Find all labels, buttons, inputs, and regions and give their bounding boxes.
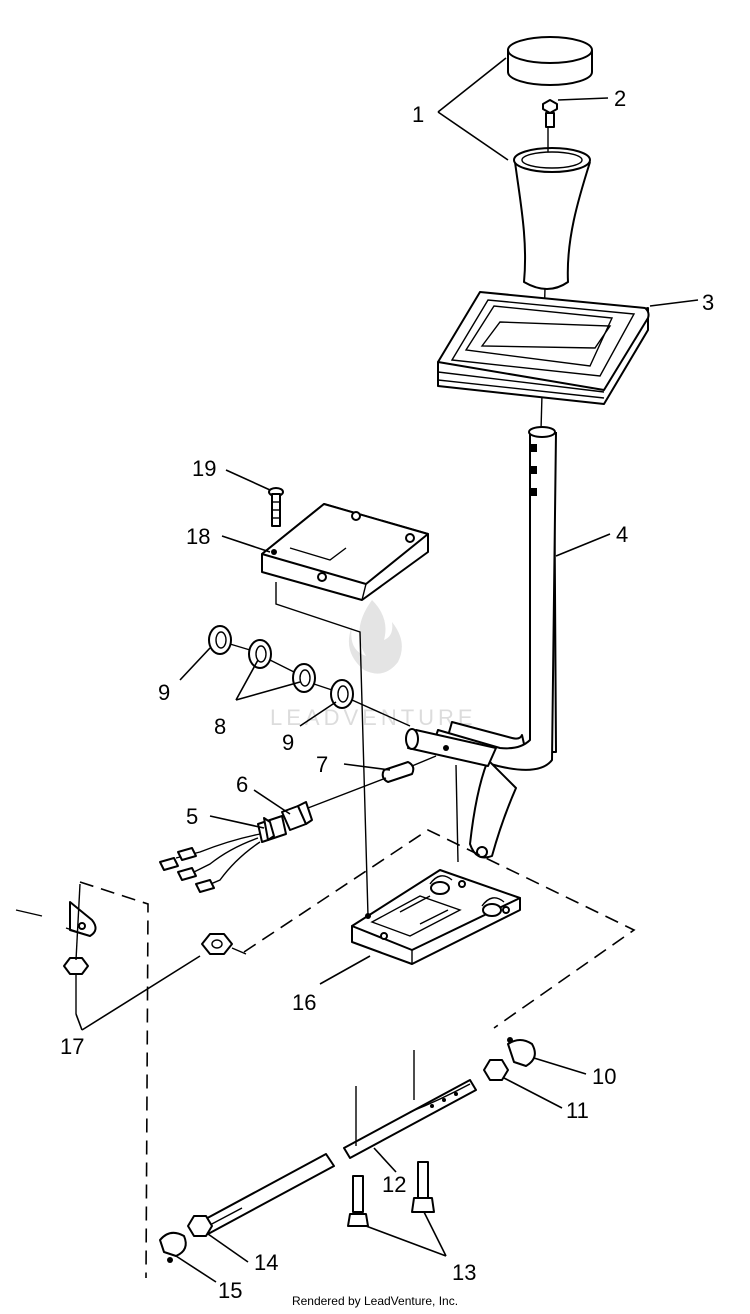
shift-cable bbox=[199, 1050, 477, 1235]
shift-gate bbox=[351, 869, 521, 965]
plate-screw bbox=[268, 487, 284, 527]
callout-2: 2 bbox=[614, 86, 626, 111]
knob-cap bbox=[507, 36, 593, 86]
ball-joint-upper bbox=[507, 1037, 536, 1067]
mount-bracket bbox=[15, 883, 97, 961]
callout-3: 3 bbox=[702, 290, 714, 315]
callout-16: 16 bbox=[292, 990, 316, 1015]
jam-nut-lower bbox=[187, 1215, 213, 1237]
callout-15: 15 bbox=[218, 1278, 242, 1303]
callout-11: 11 bbox=[566, 1098, 589, 1123]
callout-17: 17 bbox=[60, 1034, 84, 1059]
pin bbox=[381, 755, 437, 783]
callout-19: 19 bbox=[192, 456, 216, 481]
lock-nuts bbox=[63, 933, 247, 1014]
callout-12: 12 bbox=[382, 1172, 406, 1197]
leader-lines bbox=[75, 57, 699, 1283]
top-plate bbox=[261, 503, 429, 601]
knob-body bbox=[513, 147, 591, 290]
callout-10: 10 bbox=[592, 1064, 616, 1089]
callout-14: 14 bbox=[254, 1250, 278, 1275]
ball-joint-lower bbox=[159, 1231, 187, 1263]
callout-6: 6 bbox=[236, 772, 248, 797]
callout-9-right: 9 bbox=[282, 730, 294, 755]
callout-4: 4 bbox=[616, 522, 628, 547]
shift-lever bbox=[405, 426, 557, 859]
knob-screw bbox=[542, 99, 558, 128]
callout-18: 18 bbox=[186, 524, 210, 549]
cable-bolts bbox=[347, 1161, 435, 1227]
callout-1: 1 bbox=[412, 102, 424, 127]
callout-numbers: 1 2 3 4 5 6 7 8 9 9 10 11 12 13 14 15 16… bbox=[60, 86, 714, 1303]
render-credit: Rendered by LeadVenture, Inc. bbox=[291, 1294, 459, 1308]
callout-13: 13 bbox=[452, 1260, 476, 1285]
neutral-switch-harness bbox=[159, 777, 387, 893]
jam-nut-upper bbox=[483, 1059, 509, 1081]
shift-boot-bezel bbox=[437, 291, 650, 405]
callout-7: 7 bbox=[316, 752, 328, 777]
callout-5: 5 bbox=[186, 804, 198, 829]
bushings-washers bbox=[208, 625, 411, 727]
callout-8: 8 bbox=[214, 714, 226, 739]
callout-9-left: 9 bbox=[158, 680, 170, 705]
